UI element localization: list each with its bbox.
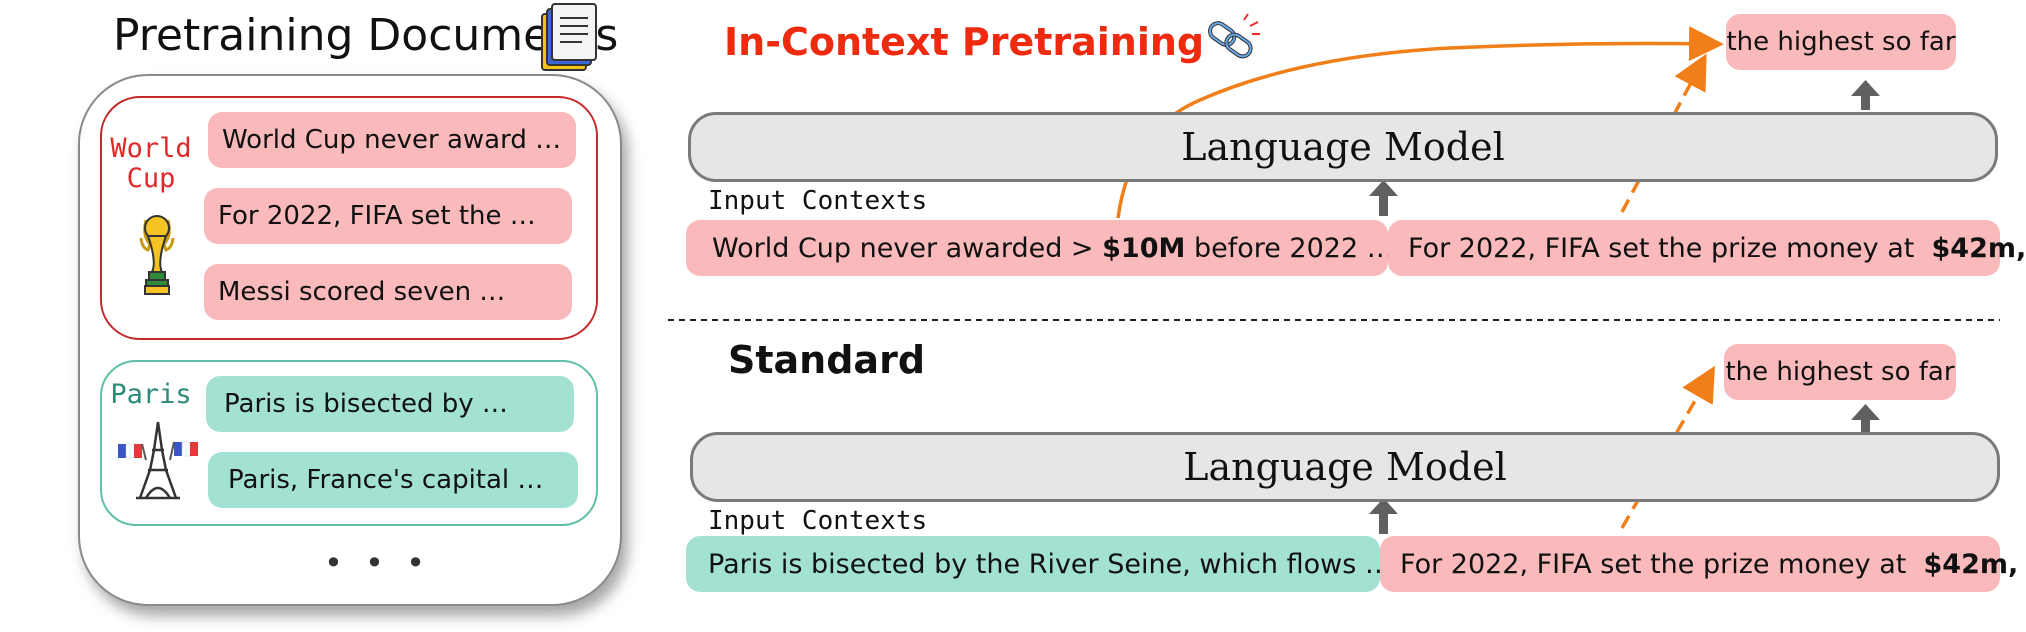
- document-stack-icon: [541, 3, 597, 71]
- standard-output: the highest so far: [1724, 344, 1956, 400]
- doc-paris-2: Paris, France's capital …: [208, 452, 578, 508]
- in-context-input-label: Input Contexts: [708, 186, 928, 216]
- in-context-language-model: Language Model: [688, 112, 1998, 182]
- standard-input-label: Input Contexts: [708, 506, 928, 536]
- standard-language-model: Language Model: [690, 432, 2000, 502]
- panel-title: Pretraining Documents: [113, 10, 619, 61]
- link-chain-icon: [1208, 13, 1260, 59]
- in-context-output: the highest so far: [1726, 14, 1956, 70]
- standard-heading: Standard: [728, 338, 926, 382]
- doc-paris-1: Paris is bisected by …: [206, 376, 574, 432]
- doc-world-cup-3: Messi scored seven …: [204, 264, 572, 320]
- world-cup-label: World Cup: [110, 133, 192, 194]
- doc-world-cup-2: For 2022, FIFA set the …: [204, 188, 572, 244]
- trophy-icon: [139, 215, 175, 295]
- world-cup-group: [100, 96, 598, 340]
- paris-label: Paris: [110, 379, 192, 410]
- paris-group: [100, 360, 598, 526]
- doc-world-cup-1: World Cup never award …: [208, 112, 576, 168]
- eiffel-tower-icon: [118, 421, 198, 500]
- in-context-heading: In-Context Pretraining: [724, 20, 1205, 64]
- standard-input-b: For 2022, FIFA set the prize money at $4…: [1380, 536, 2018, 592]
- standard-input-a: Paris is bisected by the River Seine, wh…: [686, 536, 1392, 592]
- in-context-input-a: World Cup never awarded > $10M before 20…: [686, 220, 1394, 276]
- more-documents-ellipsis: • • •: [324, 544, 431, 582]
- in-context-input-b: For 2022, FIFA set the prize money at $4…: [1388, 220, 2026, 276]
